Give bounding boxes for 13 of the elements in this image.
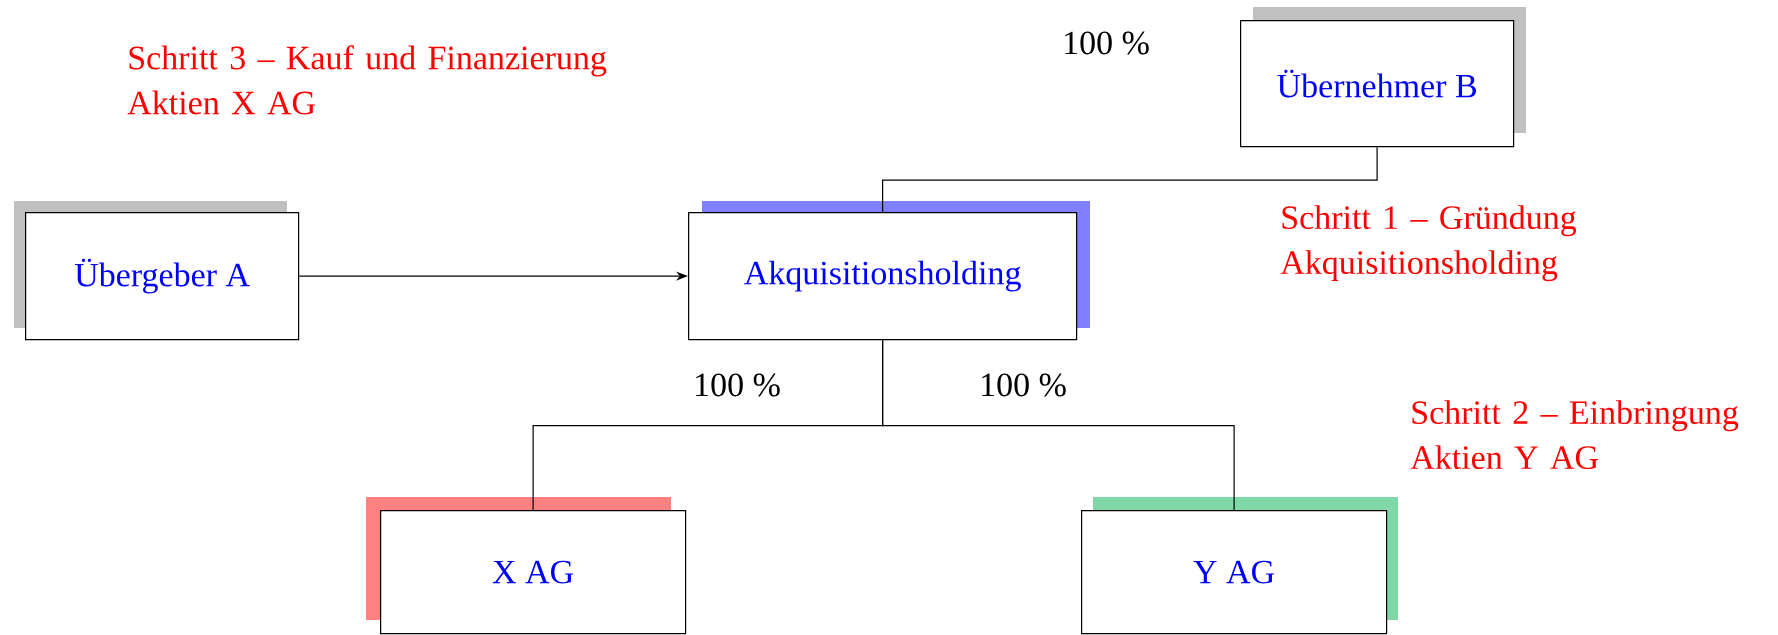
shadowed-box: X AG bbox=[366, 497, 687, 635]
shadowed-box: Übergeber A bbox=[14, 201, 300, 341]
edge-label: 100 % bbox=[691, 371, 783, 399]
edge-label: 100 % bbox=[1060, 29, 1152, 57]
shadowed-box: Y AG bbox=[1081, 497, 1398, 635]
shadowed-box: Übernehmer B bbox=[1240, 7, 1526, 148]
edge-label: 100 % bbox=[977, 371, 1069, 399]
connector bbox=[882, 339, 1235, 511]
step-note: Schritt 3 – Kauf und Finanzierung Aktien X AG bbox=[127, 45, 607, 115]
connector bbox=[882, 146, 1378, 213]
step-note: Schritt 2 – Einbringung Aktien Y AG bbox=[1410, 400, 1739, 470]
step-note: Schritt 1 – Gründung Akquisitionsholding bbox=[1280, 205, 1577, 282]
shadowed-box: Akquisitionsholding bbox=[688, 201, 1090, 341]
